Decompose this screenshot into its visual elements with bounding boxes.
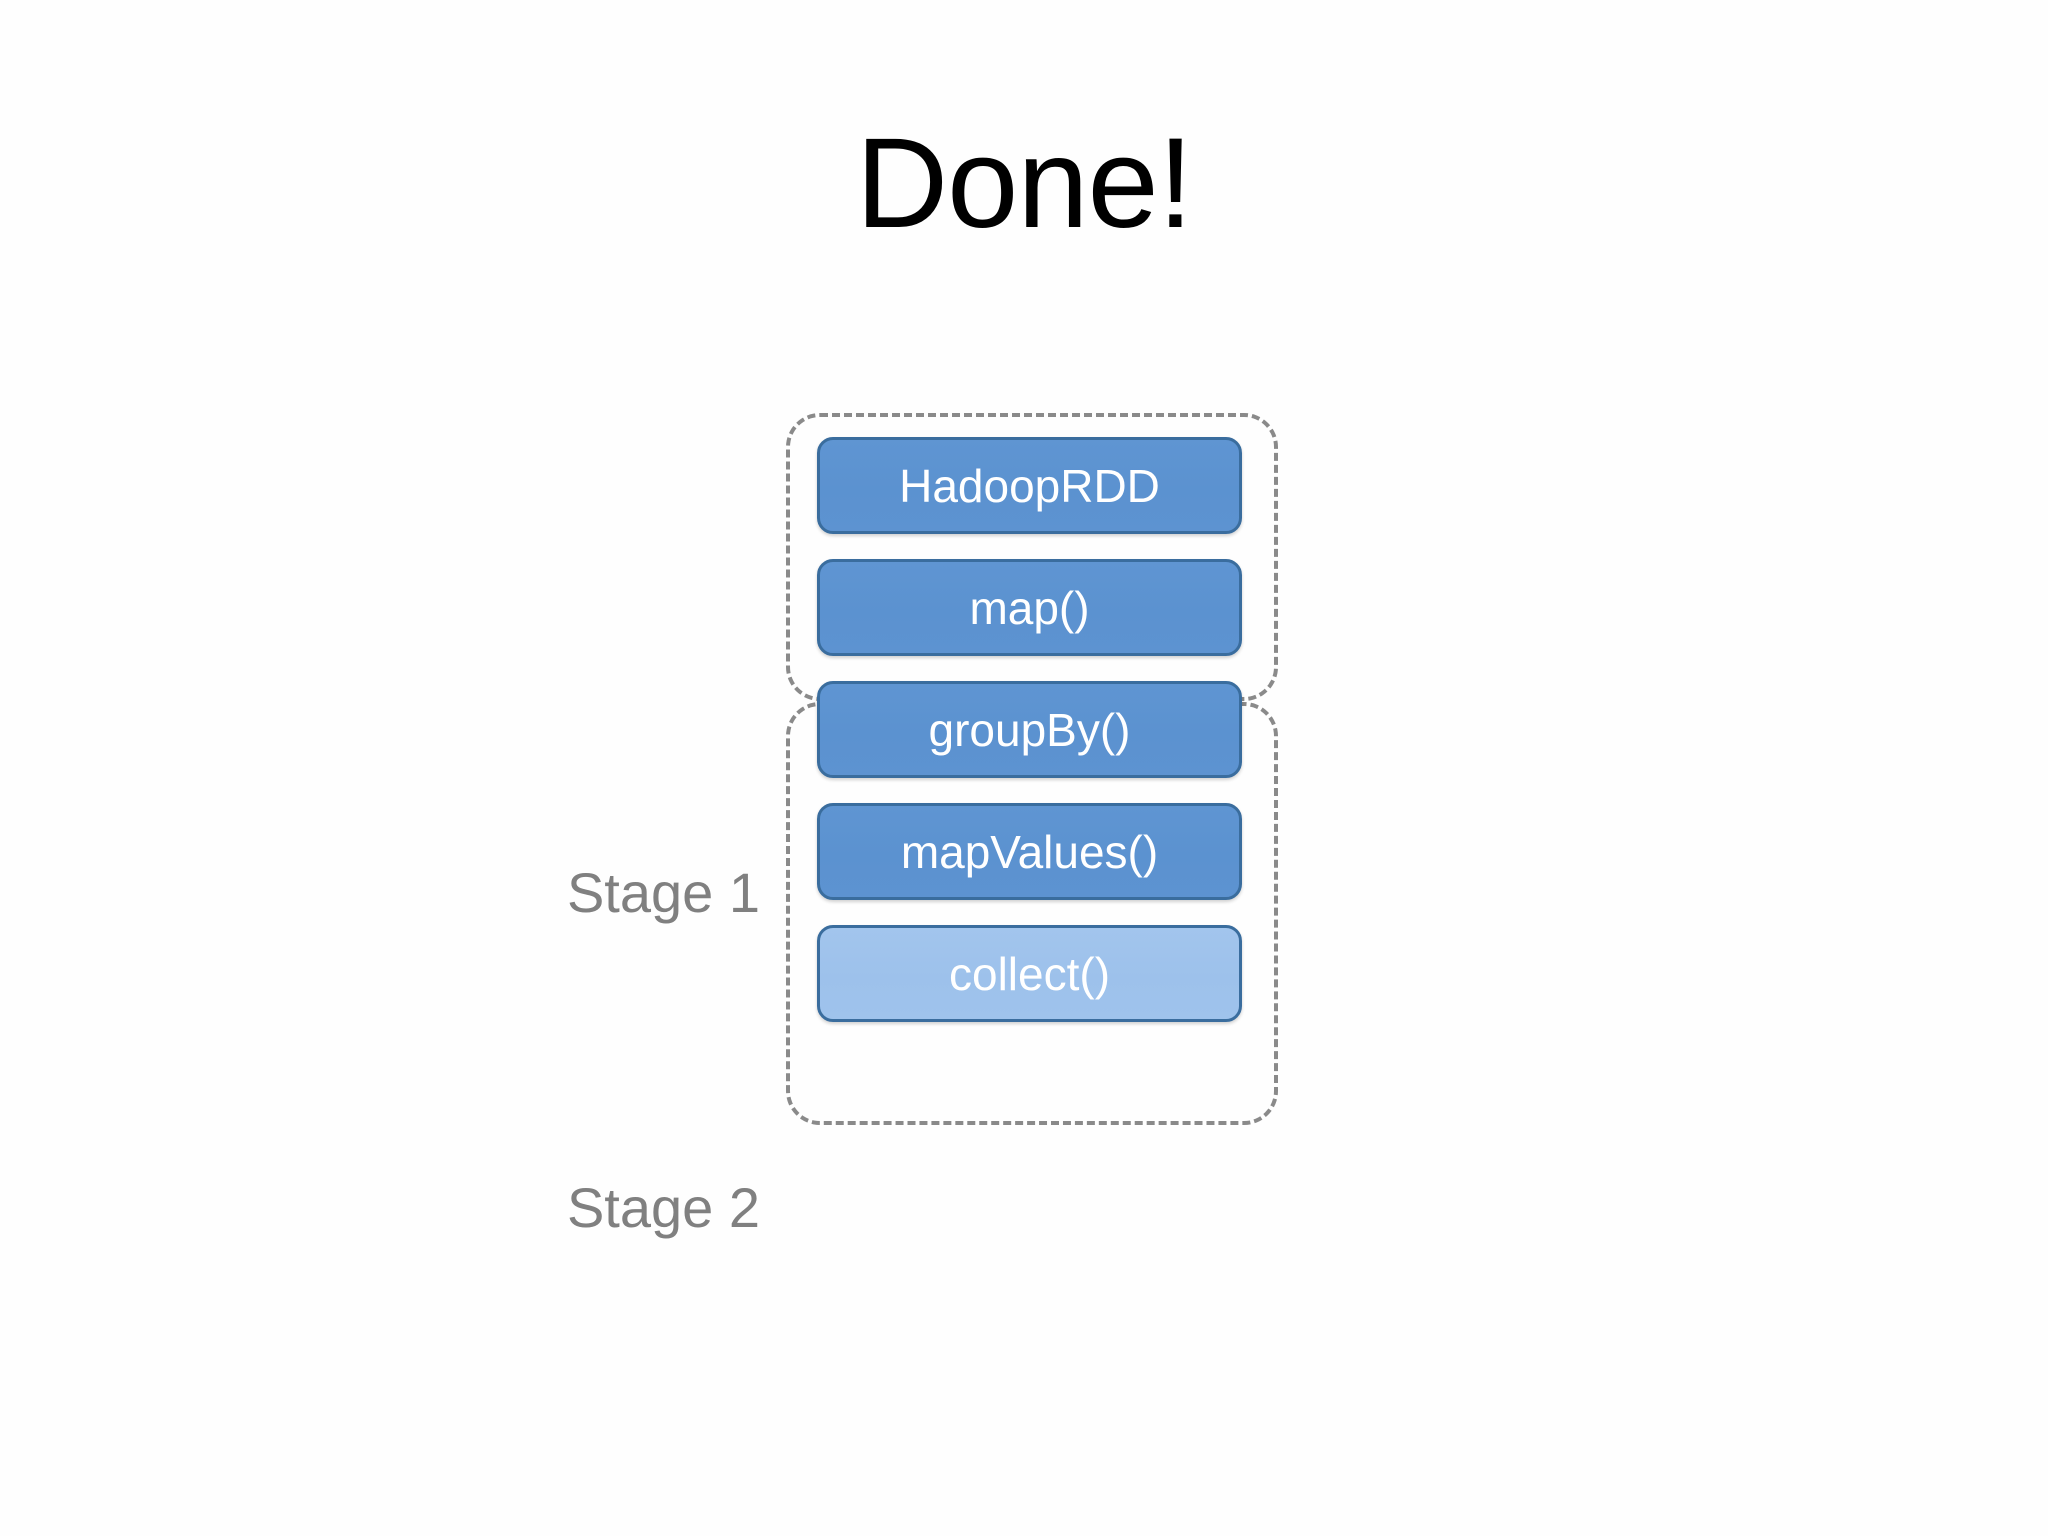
stage-2-label: Stage 2: [566, 1176, 760, 1239]
operation-label: HadoopRDD: [899, 459, 1160, 512]
page-title: Done!: [855, 112, 1194, 255]
operation-list: HadoopRDD map() groupBy() mapValues() co…: [817, 437, 1242, 1047]
operation-node-hadooprdd[interactable]: HadoopRDD: [817, 437, 1242, 534]
operation-label: collect(): [948, 947, 1111, 1000]
operation-node-groupby[interactable]: groupBy(): [817, 681, 1242, 778]
operation-label: map(): [969, 581, 1090, 634]
stage-diagram: Stage 1 Stage 2 HadoopRDD map() groupBy(…: [460, 395, 1300, 1236]
operation-node-mapvalues[interactable]: mapValues(): [817, 803, 1242, 900]
operation-node-collect[interactable]: collect(): [817, 925, 1242, 1022]
operation-node-map[interactable]: map(): [817, 559, 1242, 656]
operation-label: groupBy(): [928, 703, 1131, 756]
stage-1-label: Stage 1: [566, 861, 760, 924]
operation-label: mapValues(): [900, 825, 1159, 878]
